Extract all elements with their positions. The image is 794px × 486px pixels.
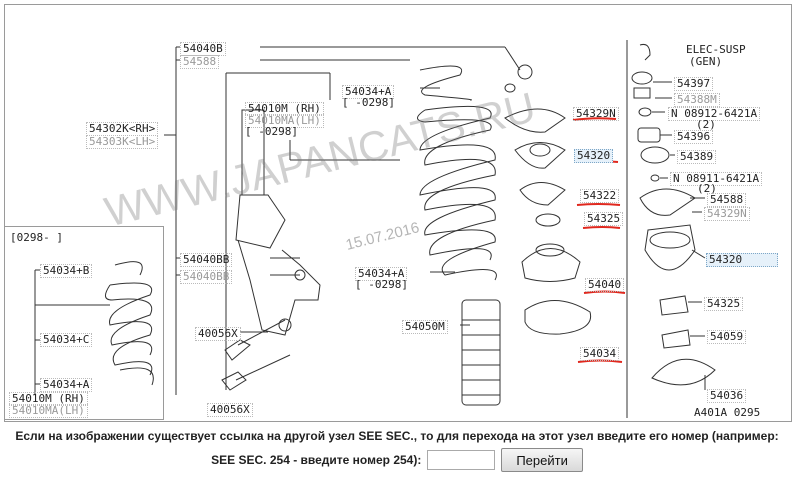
inset-frame bbox=[4, 226, 164, 420]
range-note-a: [ -0298] bbox=[245, 125, 298, 138]
instruction-line-2: SEE SEC. 254 - введите номер 254): bbox=[211, 452, 422, 467]
part-54034A-mid-label[interactable]: 54034+A bbox=[355, 267, 408, 281]
part-54040B-label[interactable]: 54040B bbox=[180, 42, 226, 56]
part-08911-label[interactable]: N 08911-6421A bbox=[670, 172, 763, 186]
part-08912-label[interactable]: N 08912-6421A bbox=[668, 107, 761, 121]
part-54588-label[interactable]: 54588 bbox=[180, 55, 220, 69]
diagram-frame bbox=[4, 4, 792, 422]
part-54325-label[interactable]: 54325 bbox=[584, 212, 624, 226]
part-40056X-label-2[interactable]: 40056X bbox=[207, 403, 253, 417]
part-54320-right-label[interactable]: 54320 bbox=[706, 253, 778, 267]
section-number-input[interactable] bbox=[427, 450, 496, 470]
part-54034A-top-label[interactable]: 54034+A bbox=[342, 85, 395, 99]
part-54389-label[interactable]: 54389 bbox=[677, 150, 717, 164]
see-sec-form: Если на изображении существует ссылка на… bbox=[0, 426, 794, 472]
part-54034C-label[interactable]: 54034+C bbox=[40, 333, 93, 347]
part-54329N-right-label[interactable]: 54329N bbox=[704, 207, 750, 221]
elec-susp-title: ELEC-SUSP bbox=[686, 43, 746, 56]
part-54050M-label[interactable]: 54050M bbox=[402, 320, 448, 334]
inset-range-label: [0298- ] bbox=[10, 231, 63, 244]
part-54040-label[interactable]: 54040 bbox=[585, 278, 625, 292]
diagram-code: A401A 0295 bbox=[694, 406, 761, 419]
part-54329N-label[interactable]: 54329N bbox=[573, 107, 619, 121]
instruction-line-1: Если на изображении существует ссылка на… bbox=[15, 429, 779, 443]
part-08912-qty: (2) bbox=[696, 118, 716, 131]
part-54010M-inset-label[interactable]: 54010M (RH) bbox=[9, 392, 88, 406]
part-54036-label[interactable]: 54036 bbox=[707, 389, 747, 403]
part-54034B-label[interactable]: 54034+B bbox=[40, 264, 93, 278]
part-54059-label[interactable]: 54059 bbox=[707, 330, 747, 344]
part-54320-label[interactable]: 54320 bbox=[574, 149, 614, 163]
part-40056X-label-1[interactable]: 40056X bbox=[195, 327, 241, 341]
range-note-c: [ -0298] bbox=[355, 278, 408, 291]
part-54588-right-label[interactable]: 54588 bbox=[707, 193, 747, 207]
part-54010M-label[interactable]: 54010M (RH) bbox=[245, 102, 324, 116]
part-54302K-label[interactable]: 54302K<RH> bbox=[86, 122, 159, 136]
part-54010MA-label[interactable]: 54010MA(LH) bbox=[245, 114, 324, 128]
go-button[interactable]: Перейти bbox=[501, 448, 583, 472]
range-note-b: [ -0298] bbox=[342, 96, 395, 109]
part-54322-label[interactable]: 54322 bbox=[580, 189, 620, 203]
part-54303K-label[interactable]: 54303K<LH> bbox=[86, 135, 159, 149]
part-54010MA-inset-label[interactable]: 54010MA(LH) bbox=[9, 404, 88, 418]
part-54397-label[interactable]: 54397 bbox=[674, 77, 714, 91]
part-54396-label[interactable]: 54396 bbox=[674, 130, 714, 144]
part-08911-qty: (2) bbox=[697, 182, 717, 195]
part-54034-label[interactable]: 54034 bbox=[580, 347, 620, 361]
part-54325-right-label[interactable]: 54325 bbox=[704, 297, 744, 311]
part-54388M-label[interactable]: 54388M bbox=[674, 93, 720, 107]
part-54034A-inset-label[interactable]: 54034+A bbox=[40, 378, 93, 392]
part-54040BB-label-2[interactable]: 54040BB bbox=[180, 270, 233, 284]
part-54040BB-label-1[interactable]: 54040BB bbox=[180, 253, 233, 267]
elec-susp-subtitle: (GEN) bbox=[689, 55, 723, 68]
